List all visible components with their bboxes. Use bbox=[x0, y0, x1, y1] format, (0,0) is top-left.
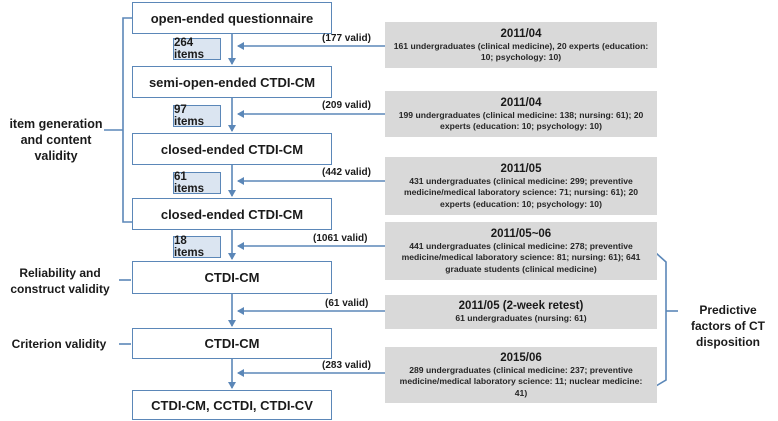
sample-date: 2011/04 bbox=[500, 27, 542, 40]
items-count-18: 18 items bbox=[173, 235, 221, 259]
sample-date: 2011/04 bbox=[500, 96, 542, 109]
sample-description: 289 undergraduates (clinical medicine: 2… bbox=[399, 364, 643, 398]
sample-info-1: 2011/04 161 undergraduates (clinical med… bbox=[385, 22, 657, 68]
item-generation-bracket bbox=[122, 17, 132, 223]
label-item-generation: item generation and content validity bbox=[9, 117, 103, 163]
valid-count-61: (61 valid) bbox=[325, 298, 369, 309]
items-count-97: 97 items bbox=[173, 104, 221, 128]
label-reliability: Reliability and construct validity bbox=[10, 266, 110, 296]
valid-count-209: (209 valid) bbox=[322, 100, 371, 111]
valid-count-177: (177 valid) bbox=[322, 33, 371, 44]
label-predictive: Predictive factors of CT disposition bbox=[690, 303, 765, 349]
sample-description: 199 undergraduates (clinical medicine: 1… bbox=[398, 109, 644, 132]
stage-final-instruments: CTDI-CM, CCTDI, CTDI-CV bbox=[132, 390, 332, 420]
sample-info-6: 2015/06 289 undergraduates (clinical med… bbox=[385, 347, 657, 403]
stage-semi-open-ended: semi-open-ended CTDI-CM bbox=[132, 66, 332, 98]
sample-info-4: 2011/05~06 441 undergraduates (clinical … bbox=[385, 222, 657, 280]
sample-date: 2015/06 bbox=[500, 351, 542, 364]
stage-ctdi-cm-1: CTDI-CM bbox=[132, 261, 332, 294]
sample-date: 2011/05 (2-week retest) bbox=[458, 300, 584, 313]
sample-info-2: 2011/04 199 undergraduates (clinical med… bbox=[385, 91, 657, 137]
items-count-61: 61 items bbox=[173, 171, 221, 195]
valid-count-283: (283 valid) bbox=[322, 360, 371, 371]
sample-description: 441 undergraduates (clinical medicine: 2… bbox=[401, 240, 641, 274]
stage-closed-ended-2: closed-ended CTDI-CM bbox=[132, 198, 332, 230]
sample-description: 61 undergraduates (nursing: 61) bbox=[455, 313, 587, 324]
sample-description: 161 undergraduates (clinical medicine), … bbox=[393, 40, 649, 63]
items-count-264: 264 items bbox=[173, 37, 221, 61]
sample-date: 2011/05~06 bbox=[490, 227, 552, 240]
sample-info-5: 2011/05 (2-week retest) 61 undergraduate… bbox=[385, 295, 657, 329]
stage-closed-ended-1: closed-ended CTDI-CM bbox=[132, 133, 332, 165]
stage-open-ended-questionnaire: open-ended questionnaire bbox=[132, 2, 332, 34]
valid-count-442: (442 valid) bbox=[322, 167, 371, 178]
sample-info-3: 2011/05 431 undergraduates (clinical med… bbox=[385, 157, 657, 215]
sample-date: 2011/05 bbox=[500, 162, 542, 175]
sample-description: 431 undergraduates (clinical medicine: 2… bbox=[403, 175, 639, 209]
stage-ctdi-cm-2: CTDI-CM bbox=[132, 328, 332, 359]
label-criterion: Criterion validity bbox=[11, 337, 107, 351]
predictive-bracket bbox=[655, 252, 667, 387]
valid-count-1061: (1061 valid) bbox=[313, 233, 368, 244]
